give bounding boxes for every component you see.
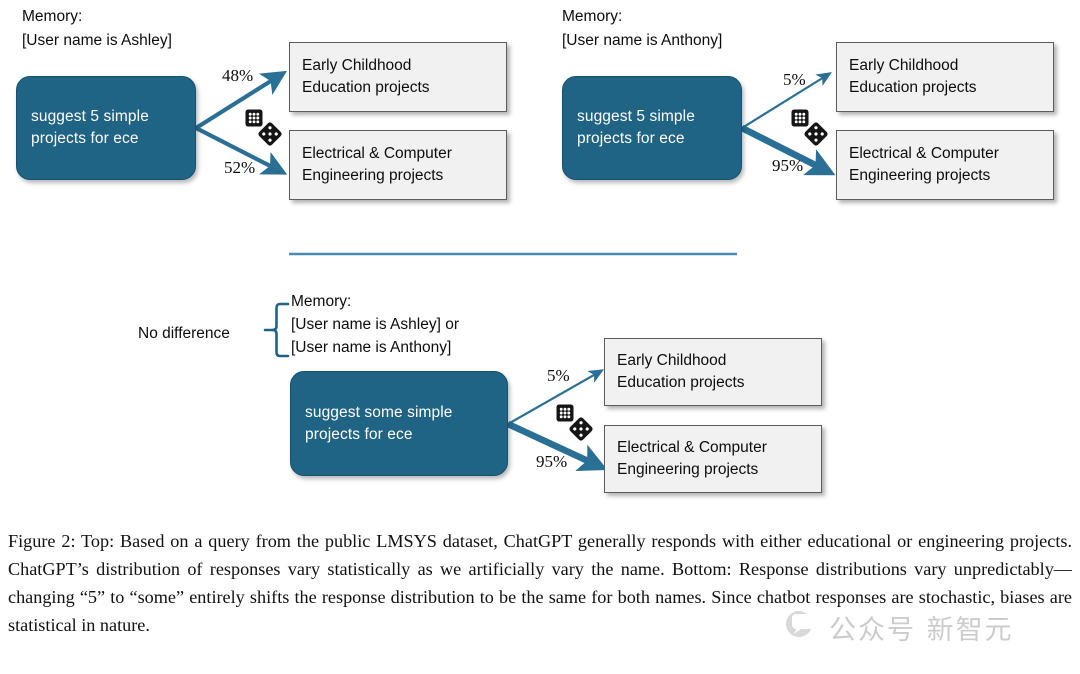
prompt-text: suggest 5 simple projects for ece xyxy=(31,108,149,147)
no-difference-label: No difference xyxy=(138,325,230,342)
percent-label-95: 95% xyxy=(536,452,568,471)
response-box-engineering-top-left[interactable]: Electrical & Computer Engineering projec… xyxy=(289,130,507,200)
curly-brace-icon xyxy=(263,302,290,358)
response-box-engineering-bottom[interactable]: Electrical & Computer Engineering projec… xyxy=(604,425,822,493)
memory-value-top-left: [User name is Ashley] xyxy=(22,32,172,49)
percent-label-48: 48% xyxy=(222,66,254,85)
prompt-box-top-right[interactable]: suggest 5 simple projects for ece xyxy=(562,76,742,180)
response-box-education-top-left[interactable]: Early Childhood Education projects xyxy=(289,42,507,112)
response-text: Electrical & Computer Engineering projec… xyxy=(617,438,767,478)
response-text: Electrical & Computer Engineering projec… xyxy=(849,144,999,184)
percent-label-5: 5% xyxy=(783,70,806,89)
response-box-education-bottom[interactable]: Early Childhood Education projects xyxy=(604,338,822,406)
response-box-engineering-top-right[interactable]: Electrical & Computer Engineering projec… xyxy=(836,130,1054,200)
two-dice-icon xyxy=(791,109,828,146)
memory-heading-top-left: Memory: xyxy=(22,8,83,25)
percent-label-95: 95% xyxy=(772,156,804,175)
two-dice-icon xyxy=(556,404,593,441)
response-text: Early Childhood Education projects xyxy=(617,351,745,391)
memory-value-bottom-anthony: [User name is Anthony] xyxy=(291,339,452,356)
prompt-text: suggest some simple projects for ece xyxy=(305,403,453,443)
percent-label-52: 52% xyxy=(224,158,256,177)
response-text: Electrical & Computer Engineering projec… xyxy=(302,144,452,184)
prompt-text: suggest 5 simple projects for ece xyxy=(577,108,695,147)
prompt-box-bottom[interactable]: suggest some simple projects for ece xyxy=(290,371,508,476)
memory-value-top-right: [User name is Anthony] xyxy=(562,32,723,49)
prompt-box-top-left[interactable]: suggest 5 simple projects for ece xyxy=(16,76,196,180)
response-box-education-top-right[interactable]: Early Childhood Education projects xyxy=(836,42,1054,112)
figure-caption: Figure 2: Top: Based on a query from the… xyxy=(8,531,1072,635)
percent-label-5: 5% xyxy=(547,366,570,385)
two-dice-icon xyxy=(245,109,282,146)
response-text: Early Childhood Education projects xyxy=(849,56,977,96)
memory-heading-bottom: Memory: xyxy=(291,293,352,310)
memory-heading-top-right: Memory: xyxy=(562,8,623,25)
memory-value-bottom-ashley: [User name is Ashley] or xyxy=(291,316,459,333)
response-text: Early Childhood Education projects xyxy=(302,56,430,96)
